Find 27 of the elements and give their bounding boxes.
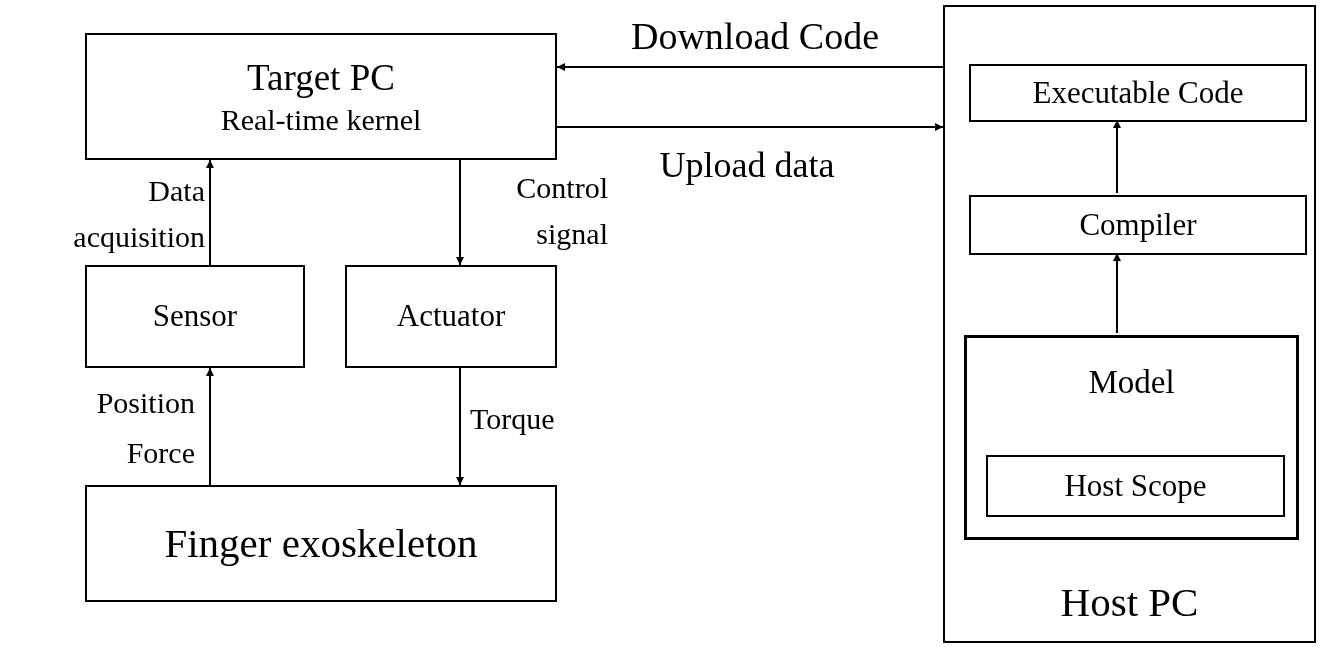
- container-box: [943, 5, 1316, 643]
- process-box: [969, 195, 1307, 255]
- node-text: Sensor: [152, 297, 238, 336]
- node-text: Finger exoskeleton: [164, 518, 478, 568]
- arrow: [556, 63, 944, 71]
- node-text: Compiler: [1079, 205, 1197, 244]
- node-text: Target PC: [247, 55, 395, 100]
- arrow: [206, 367, 214, 486]
- process-box: [964, 335, 1299, 540]
- node-text: Model: [1088, 363, 1175, 402]
- arrow: [456, 159, 464, 266]
- process-box: [85, 265, 305, 368]
- process-box: [969, 64, 1307, 122]
- process-box: [85, 485, 557, 602]
- arrow: [1113, 252, 1121, 334]
- node-text: Real-time kernel: [220, 101, 422, 138]
- arrow: [206, 159, 214, 266]
- arrow: [1113, 119, 1121, 194]
- arrow: [556, 123, 944, 131]
- process-box: [986, 455, 1285, 517]
- node-text: Actuator: [396, 297, 506, 336]
- arrow: [456, 367, 464, 486]
- node-text: Host PC: [1060, 577, 1199, 627]
- node-text: Host Scope: [1064, 466, 1207, 505]
- process-box: [345, 265, 557, 368]
- process-box: [85, 33, 557, 160]
- node-text: Executable Code: [1032, 73, 1244, 112]
